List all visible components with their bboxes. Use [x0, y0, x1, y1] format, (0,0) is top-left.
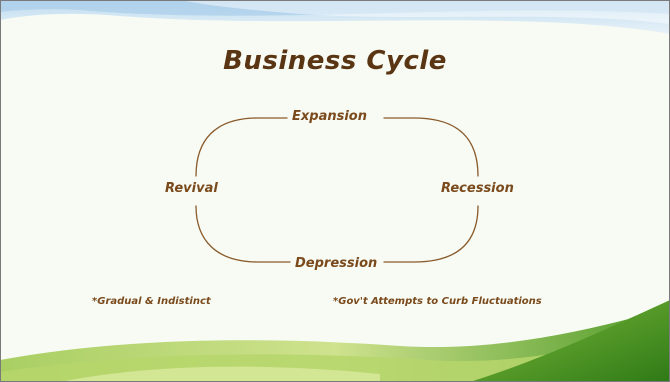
- sky-swoosh-light: [180, 0, 670, 24]
- sky-swoosh-front: [0, 0, 670, 16]
- slide-title: Business Cycle: [223, 46, 447, 76]
- stage-revival: Revival: [165, 181, 218, 196]
- cycle-arc-top-right: [383, 117, 479, 177]
- stage-expansion: Expansion: [292, 109, 367, 124]
- cycle-arc-bottom-right: [383, 205, 479, 263]
- note-government: *Gov't Attempts to Curb Fluctuations: [333, 296, 542, 307]
- grass-front-right: [470, 300, 670, 382]
- stage-recession: Recession: [441, 181, 514, 196]
- cycle-arc-top-left: [195, 117, 288, 177]
- cycle-arc-bottom-left: [195, 205, 291, 263]
- grass-mid: [0, 326, 670, 382]
- stage-depression: Depression: [295, 256, 378, 271]
- note-gradual: *Gradual & Indistinct: [92, 296, 211, 307]
- grass-highlight: [60, 366, 380, 382]
